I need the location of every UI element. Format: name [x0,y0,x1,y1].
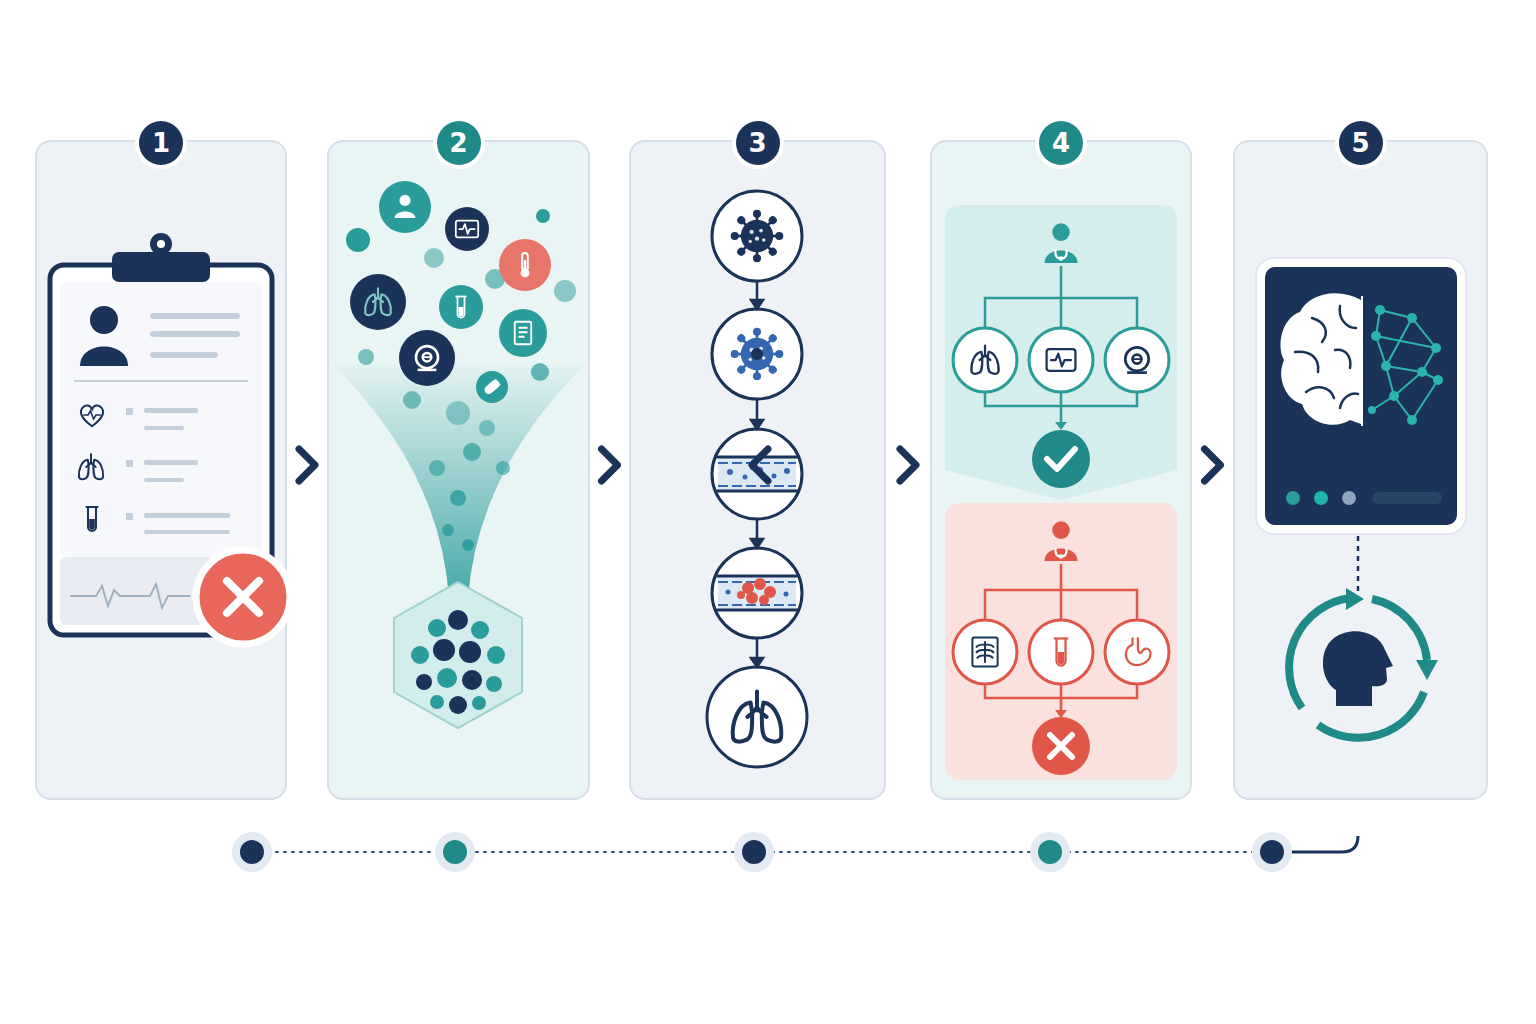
timeline [435,832,475,872]
timeline [232,832,1292,872]
flow-arrow [602,449,618,481]
flow-arrow [287,449,327,481]
step-panel: 2 [327,140,590,800]
flow-arrow [1192,449,1233,481]
step-number: 2 [437,121,481,165]
step-number: 1 [139,121,183,165]
timeline [1030,832,1070,872]
flow-arrow [299,449,315,481]
step-number: 3 [736,121,780,165]
flow-arrow [886,449,930,481]
flow-arrow [900,449,916,481]
timeline [1038,840,1062,864]
flow-arrow [886,464,930,466]
timeline [443,840,467,864]
timeline [742,840,766,864]
flow-arrow [1205,449,1221,481]
flow-arrow [287,464,327,466]
flow-arrow [590,449,629,481]
flow-arrow [1192,464,1233,466]
step-panel: 3 [629,140,886,800]
step-number: 4 [1039,121,1083,165]
timeline [734,832,774,872]
step-panel: 5 [1233,140,1488,800]
step-panel: 4 [930,140,1192,800]
step-panel: 1 [35,140,287,800]
timeline [1252,832,1292,872]
step-number: 5 [1339,121,1383,165]
timeline [232,832,1358,872]
timeline [252,851,1272,853]
timeline [1260,840,1284,864]
timeline [240,840,264,864]
flow-arrow [590,464,629,466]
timeline [1286,836,1358,852]
timeline [232,832,272,872]
